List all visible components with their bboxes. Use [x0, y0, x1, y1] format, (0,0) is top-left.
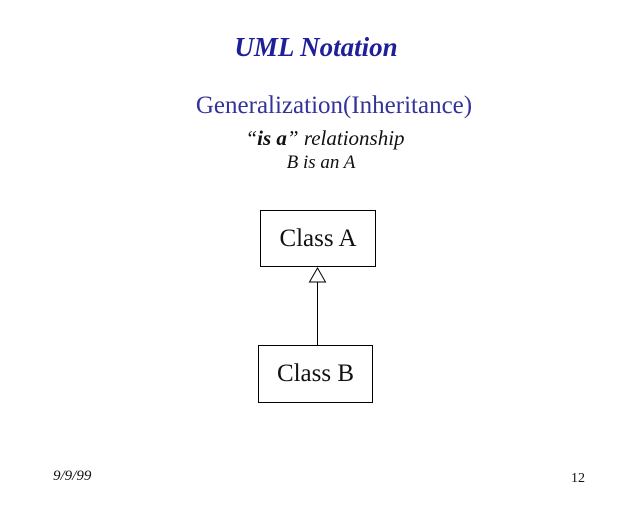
footer-date: 9/9/99 [53, 468, 92, 484]
open-quote: “ [245, 126, 258, 150]
class-a-box: Class A [260, 210, 376, 267]
slide-heading: Generalization(Inheritance) [195, 92, 473, 119]
is-a-emphasis: is a [257, 126, 287, 150]
slide-title: UML Notation [234, 32, 398, 62]
close-quote: ” [286, 126, 299, 150]
class-b-label: Class B [276, 360, 355, 387]
relationship-text: relationship [298, 126, 405, 150]
is-a-relationship-line: “is a” relationship [5, 126, 640, 150]
footer-page-number: 12 [571, 471, 585, 486]
example-statement: B is an A [286, 152, 356, 173]
generalization-arrow-icon [308, 267, 327, 345]
class-a-label: Class A [279, 224, 357, 252]
class-b-box: Class B [258, 345, 373, 403]
